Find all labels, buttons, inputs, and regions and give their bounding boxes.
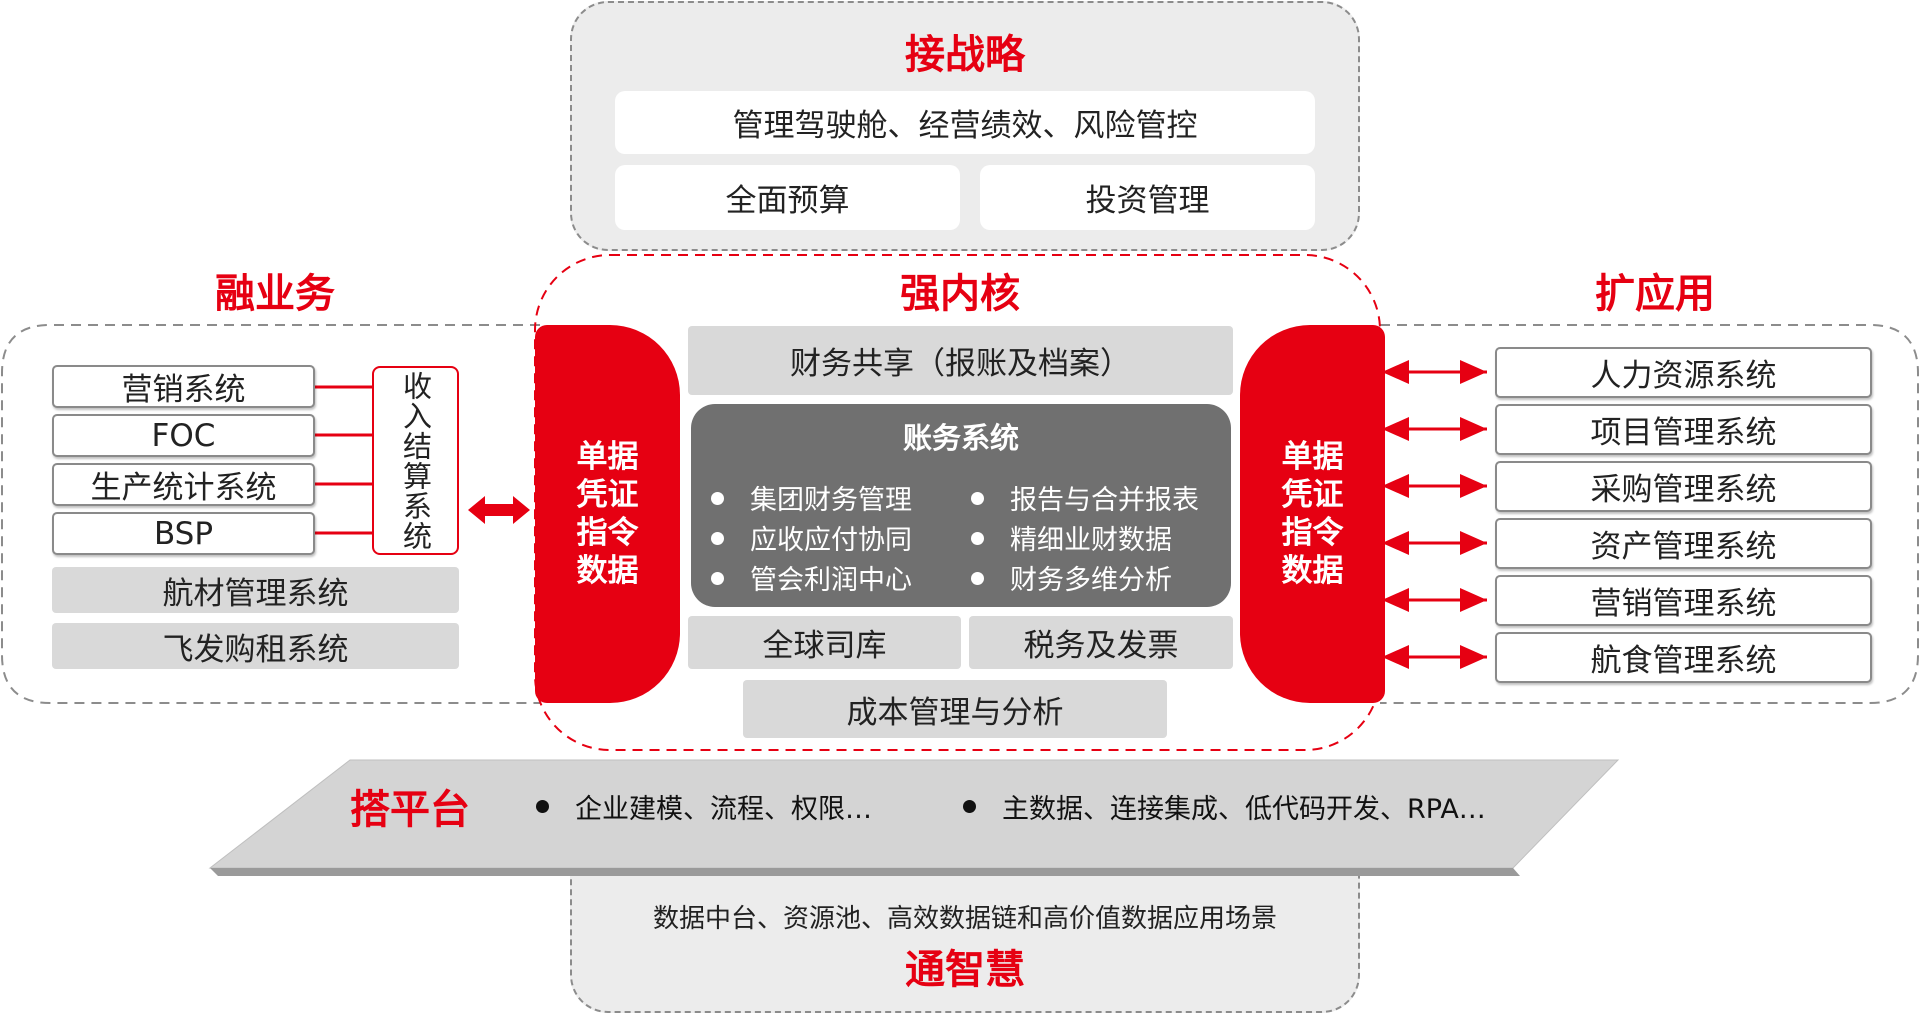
app-arrows bbox=[1382, 360, 1487, 669]
settlement-box: 收入结算系统 bbox=[372, 366, 459, 555]
system-marketing: 营销系统 bbox=[52, 365, 315, 408]
tax-invoice-box: 税务及发票 bbox=[969, 616, 1233, 669]
system-aero-materials: 航材管理系统 bbox=[52, 567, 459, 613]
platform-item-masterdata: 主数据、连接集成、低代码开发、RPA… bbox=[963, 788, 1486, 825]
system-bsp: BSP bbox=[52, 512, 315, 555]
wisdom-title: 通智慧 bbox=[905, 947, 1025, 993]
platform-item-modeling: 企业建模、流程、权限… bbox=[536, 788, 872, 825]
right-data-pill-label: 单据 凭证 指令 数据 bbox=[1281, 439, 1344, 589]
right-data-pill: 单据 凭证 指令 数据 bbox=[1240, 325, 1385, 703]
accounting-item: 应收应付协同 bbox=[711, 518, 912, 557]
app-hr: 人力资源系统 bbox=[1495, 347, 1872, 398]
accounting-item: 财务多维分析 bbox=[971, 558, 1172, 597]
financial-shared-box: 财务共享（报账及档案） bbox=[688, 326, 1233, 395]
budget-box: 全面预算 bbox=[615, 165, 960, 230]
app-project: 项目管理系统 bbox=[1495, 404, 1872, 455]
business-core-arrow bbox=[468, 496, 530, 524]
business-container bbox=[1, 324, 540, 704]
settlement-label: 收入结算系统 bbox=[398, 370, 433, 551]
apps-title: 扩应用 bbox=[1595, 271, 1715, 317]
apps-container bbox=[1380, 324, 1919, 704]
core-container bbox=[534, 254, 1381, 751]
treasury-box: 全球司库 bbox=[688, 616, 961, 669]
business-title: 融业务 bbox=[215, 271, 335, 317]
investment-box: 投资管理 bbox=[980, 165, 1315, 230]
left-data-pill-label: 单据 凭证 指令 数据 bbox=[576, 439, 639, 589]
accounting-title: 账务系统 bbox=[902, 421, 1019, 455]
system-engine-lease: 飞发购租系统 bbox=[52, 623, 459, 669]
strategy-title: 接战略 bbox=[905, 32, 1025, 78]
accounting-item: 集团财务管理 bbox=[711, 478, 912, 517]
app-catering: 航食管理系统 bbox=[1495, 632, 1872, 683]
system-production-stats: 生产统计系统 bbox=[52, 463, 315, 506]
platform-title: 搭平台 bbox=[350, 787, 470, 833]
settlement-links bbox=[313, 385, 372, 535]
core-title: 强内核 bbox=[900, 271, 1020, 317]
left-data-pill: 单据 凭证 指令 数据 bbox=[535, 325, 680, 703]
app-procurement: 采购管理系统 bbox=[1495, 461, 1872, 512]
app-marketing: 营销管理系统 bbox=[1495, 575, 1872, 626]
app-asset: 资产管理系统 bbox=[1495, 518, 1872, 569]
accounting-item: 精细业财数据 bbox=[971, 518, 1172, 557]
accounting-item: 管会利润中心 bbox=[711, 558, 912, 597]
system-foc: FOC bbox=[52, 414, 315, 457]
cost-analysis-box: 成本管理与分析 bbox=[743, 680, 1167, 738]
cockpit-box: 管理驾驶舱、经营绩效、风险管控 bbox=[615, 91, 1315, 154]
wisdom-subtitle: 数据中台、资源池、高效数据链和高价值数据应用场景 bbox=[652, 903, 1277, 934]
accounting-item: 报告与合并报表 bbox=[971, 478, 1199, 517]
accounting-system-box: 账务系统 集团财务管理 应收应付协同 管会利润中心 报告与合并报表 精细业财数据… bbox=[691, 404, 1231, 607]
